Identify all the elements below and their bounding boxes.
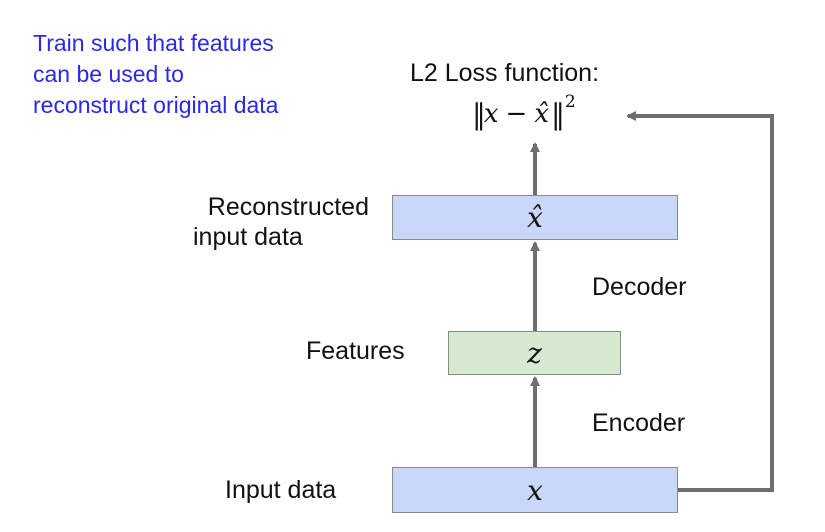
features-label: Features [306, 337, 405, 365]
formula-xhat: x̂ [534, 99, 550, 129]
input-symbol: x [527, 473, 543, 507]
formula-exponent: 2 [564, 92, 576, 112]
input-data-box: x [392, 467, 678, 513]
input-to-loss-arrow [626, 111, 774, 492]
formula-minus: − [505, 99, 528, 129]
reconstructed-label: Reconstructed input data [163, 192, 369, 252]
reconstructed-label-line-1: Reconstructed [207, 193, 369, 221]
reconstructed-symbol: x̂ [527, 201, 543, 234]
note-line-2: can be used to [33, 61, 184, 87]
input-data-label: Input data [225, 476, 337, 504]
formula-x: x [483, 99, 499, 129]
decoder-label: Decoder [592, 273, 687, 301]
features-symbol: z [527, 336, 542, 370]
loss-formula: || x − x̂ || 2 [472, 92, 576, 134]
encoder-label: Encoder [592, 409, 686, 437]
features-box: z [448, 331, 621, 375]
reconstructed-data-box: x̂ [392, 195, 678, 240]
reconstructed-label-line-2: input data [193, 223, 303, 251]
loss-function-title: L2 Loss function: [410, 59, 600, 87]
note-line-3: reconstruct original data [33, 92, 279, 118]
note-line-1: Train such that features [33, 30, 274, 56]
training-objective-note: Train such that features can be used to … [33, 28, 363, 121]
